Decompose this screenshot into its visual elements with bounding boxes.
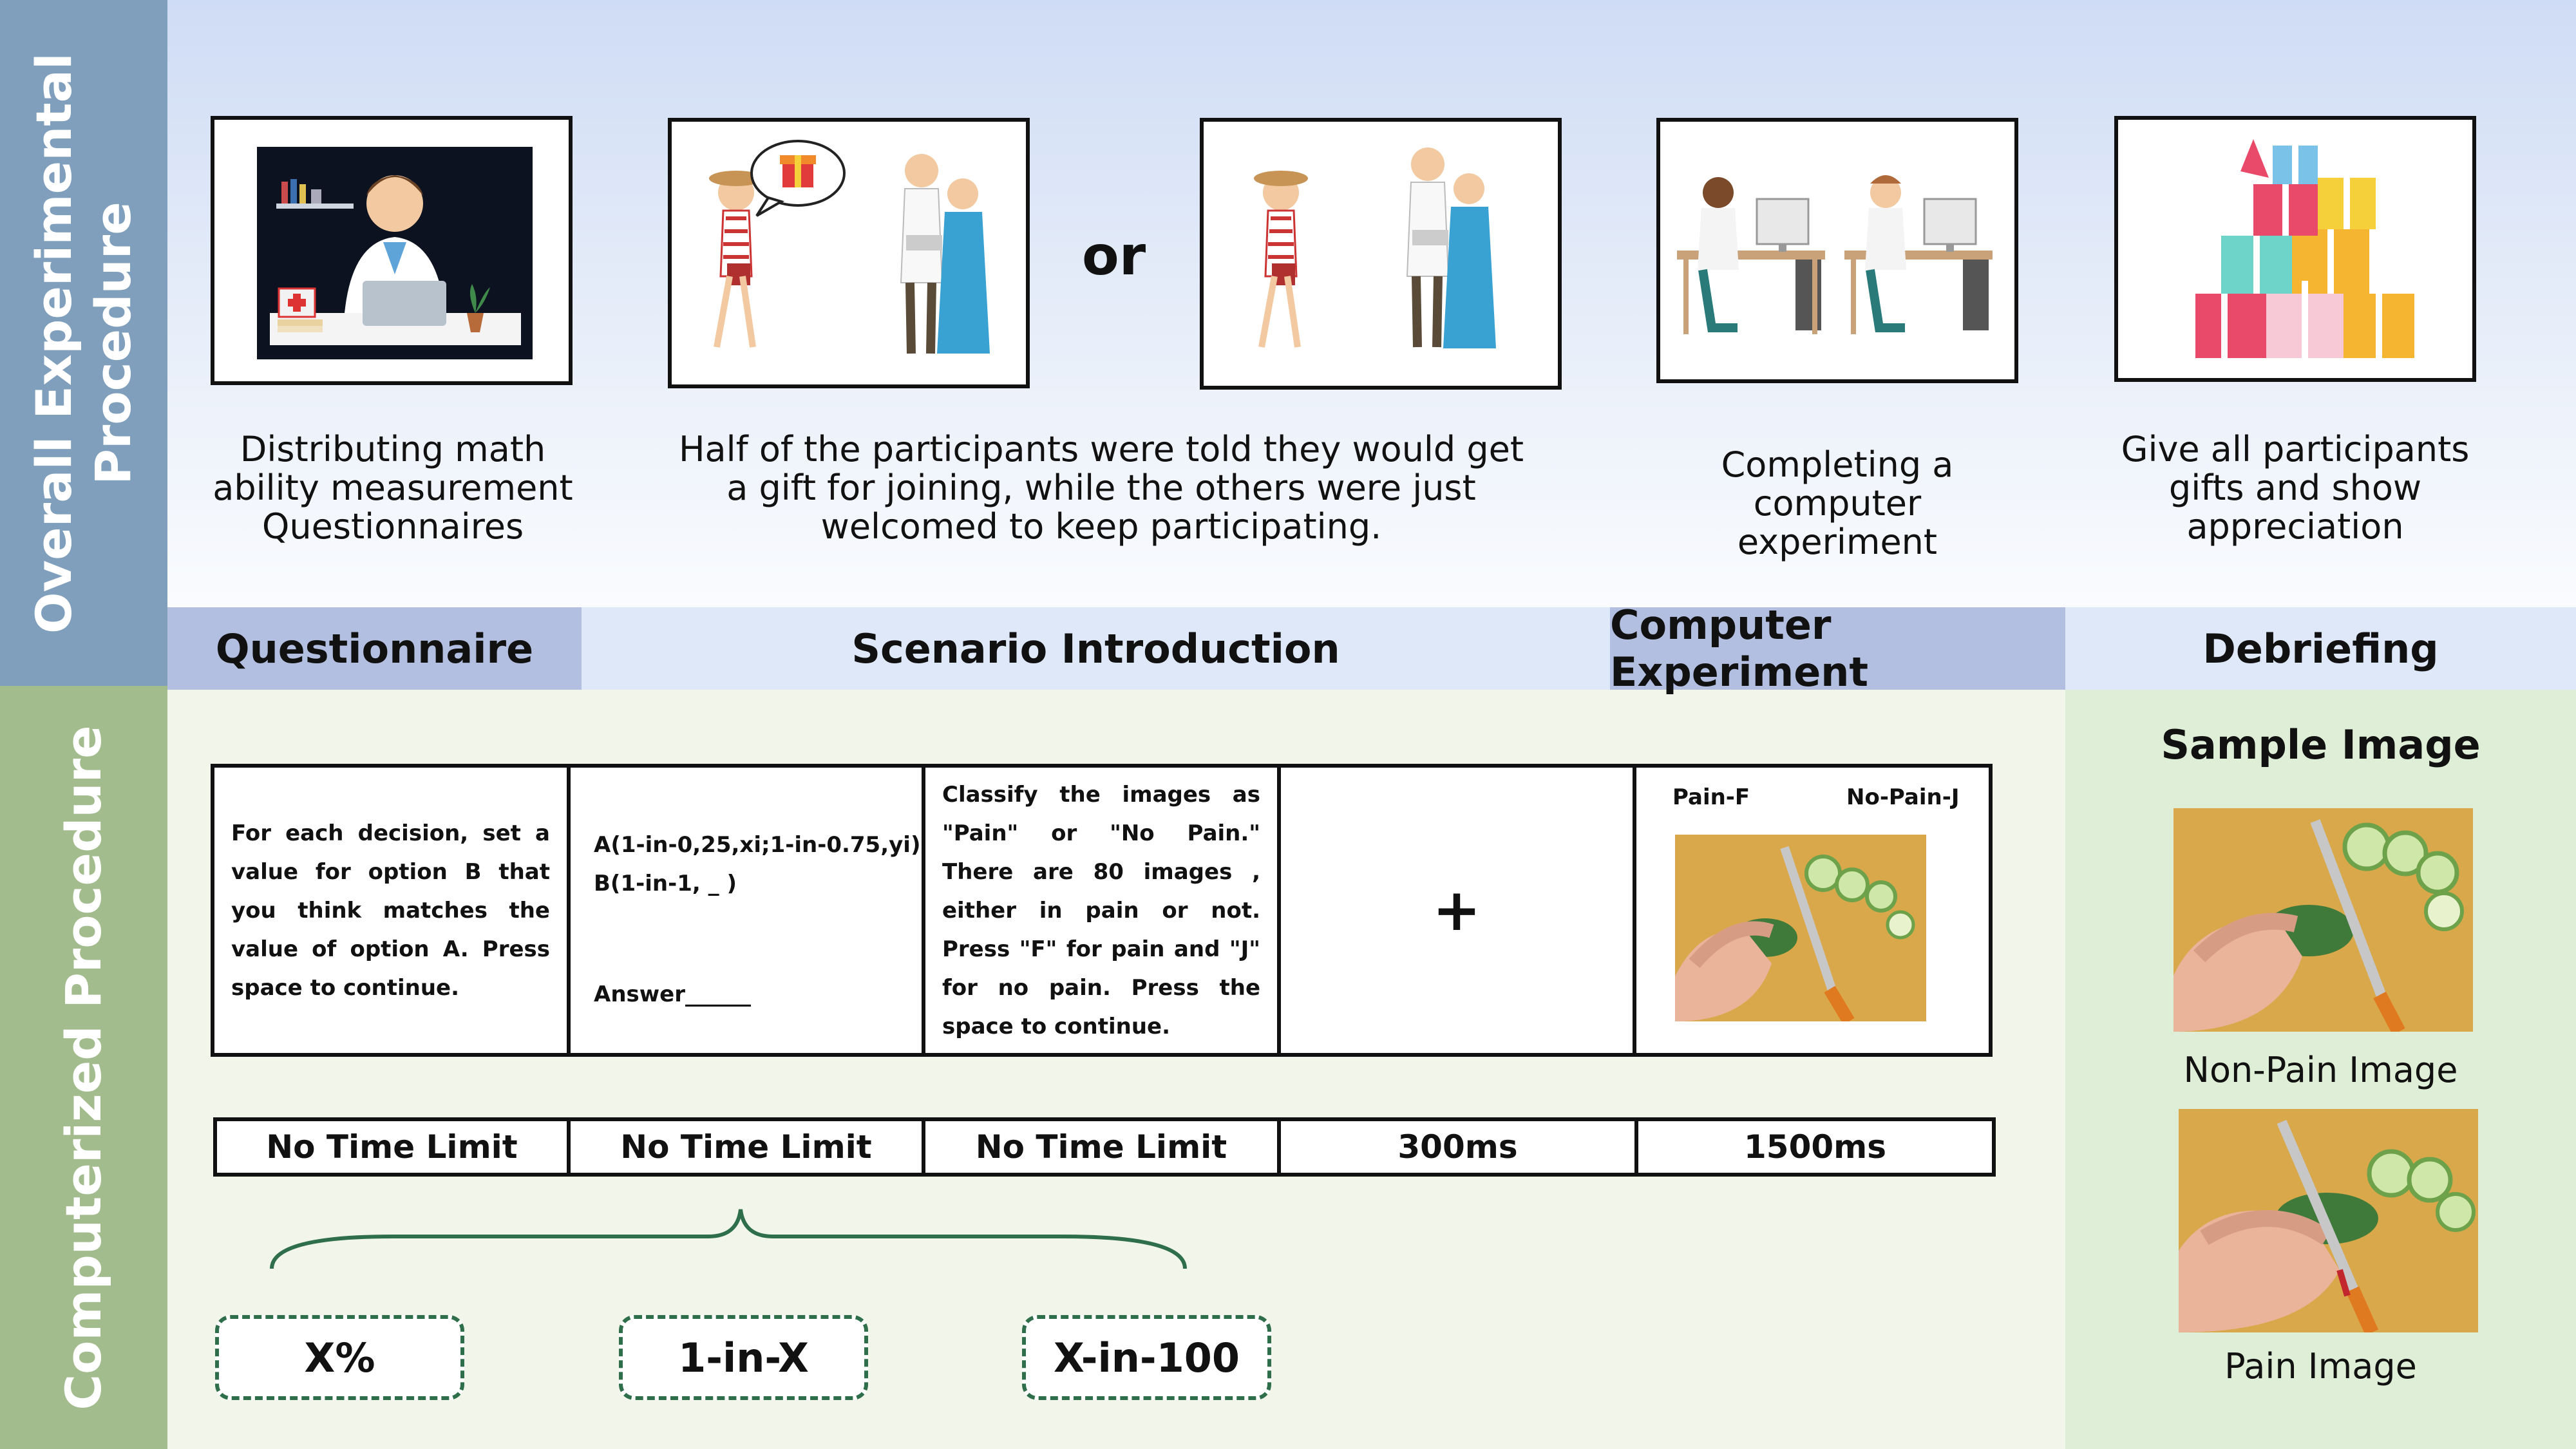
debriefing-caption: Give all participants gifts and show app…	[2121, 429, 2470, 547]
people-at-computers-icon	[1677, 175, 1993, 334]
phase-computer-experiment: Computer Experiment	[1610, 601, 2065, 696]
answer-field: Answer______	[594, 981, 751, 1007]
trial-cucumber-photo	[1675, 835, 1926, 1021]
non-pain-sample-photo	[2174, 808, 2473, 1032]
option-b-text: B(1-in-1, _ )	[594, 871, 737, 896]
format-brace	[270, 1209, 1187, 1269]
timing-choice: No Time Limit	[567, 1117, 925, 1177]
timing-fixation-label: 300ms	[1397, 1128, 1518, 1166]
pain-label: Pain Image	[2224, 1346, 2417, 1387]
timing-image: 1500ms	[1634, 1117, 1996, 1177]
computer-caption: Completing a computer experiment	[1721, 444, 1954, 562]
overall-procedure-label: Overall Experimental Procedure	[25, 52, 142, 634]
debriefing-illustration	[2114, 116, 2476, 382]
phase-computer-label: Computer Experiment	[1610, 601, 1869, 696]
fixation-cross: +	[1432, 876, 1481, 944]
option-a-text: A(1-in-0,25,xi;1-in-0.75,yi)	[594, 832, 921, 858]
timing-classification: No Time Limit	[922, 1117, 1281, 1177]
format-percent: X%	[215, 1315, 464, 1400]
questionnaire-caption: Distributing math ability measurement Qu…	[213, 429, 573, 547]
timing-image-label: 1500ms	[1743, 1128, 1887, 1166]
timing-instruction-label: No Time Limit	[266, 1128, 518, 1166]
phase-questionnaire-label: Questionnaire	[215, 625, 534, 672]
phase-questionnaire: Questionnaire	[167, 607, 582, 690]
sample-image-title: Sample Image	[2161, 721, 2481, 768]
instruction-screen: For each decision, set a value for optio…	[211, 764, 571, 1057]
overall-procedure-bar: Overall Experimental Procedure	[0, 0, 167, 686]
or-label: or	[1082, 224, 1146, 287]
timing-instruction: No Time Limit	[213, 1117, 571, 1177]
doctor-desk-icon	[257, 147, 533, 359]
instruction-text: For each decision, set a value for optio…	[231, 820, 550, 1001]
format-x-in-100-label: X-in-100	[1053, 1334, 1240, 1381]
phase-debriefing: Debriefing	[2065, 607, 2576, 690]
gift-scenario-illustration	[668, 118, 1030, 388]
gift-pile-icon	[2195, 139, 2414, 358]
format-1-in-x: 1-in-X	[619, 1315, 868, 1400]
computer-experiment-illustration	[1656, 118, 2018, 383]
timing-classification-label: No Time Limit	[975, 1128, 1227, 1166]
timing-fixation: 300ms	[1277, 1117, 1638, 1177]
phase-scenario-label: Scenario Introduction	[851, 625, 1340, 672]
classification-text: Classify the images as "Pain" or "No Pai…	[942, 781, 1260, 1039]
pain-sample-photo	[2179, 1109, 2478, 1332]
phase-debriefing-label: Debriefing	[2202, 625, 2439, 672]
welcome-scenario-illustration	[1200, 118, 1562, 390]
fixation-screen: +	[1277, 764, 1636, 1057]
phase-scenario-introduction: Scenario Introduction	[582, 607, 1610, 690]
nopain-key-label: No-Pain-J	[1846, 784, 1960, 810]
image-trial-screen: Pain-F No-Pain-J	[1633, 764, 1993, 1057]
non-pain-label: Non-Pain Image	[2183, 1050, 2458, 1090]
pain-key-label: Pain-F	[1672, 784, 1750, 810]
format-1-in-x-label: 1-in-X	[678, 1334, 809, 1381]
gift-conversation-icon	[709, 140, 990, 354]
timing-choice-label: No Time Limit	[620, 1128, 872, 1166]
classification-instruction-screen: Classify the images as "Pain" or "No Pai…	[922, 764, 1281, 1057]
format-x-in-100: X-in-100	[1022, 1315, 1271, 1400]
questionnaire-illustration	[211, 116, 573, 385]
choice-screen: A(1-in-0,25,xi;1-in-0.75,yi) B(1-in-1, _…	[567, 764, 925, 1057]
scenario-caption: Half of the participants were told they …	[678, 429, 1524, 547]
computerized-procedure-label: Computerized Procedure	[55, 724, 112, 1410]
welcome-conversation-icon	[1254, 147, 1496, 348]
format-percent-label: X%	[304, 1334, 375, 1381]
computerized-procedure-bar: Computerized Procedure	[0, 686, 167, 1449]
